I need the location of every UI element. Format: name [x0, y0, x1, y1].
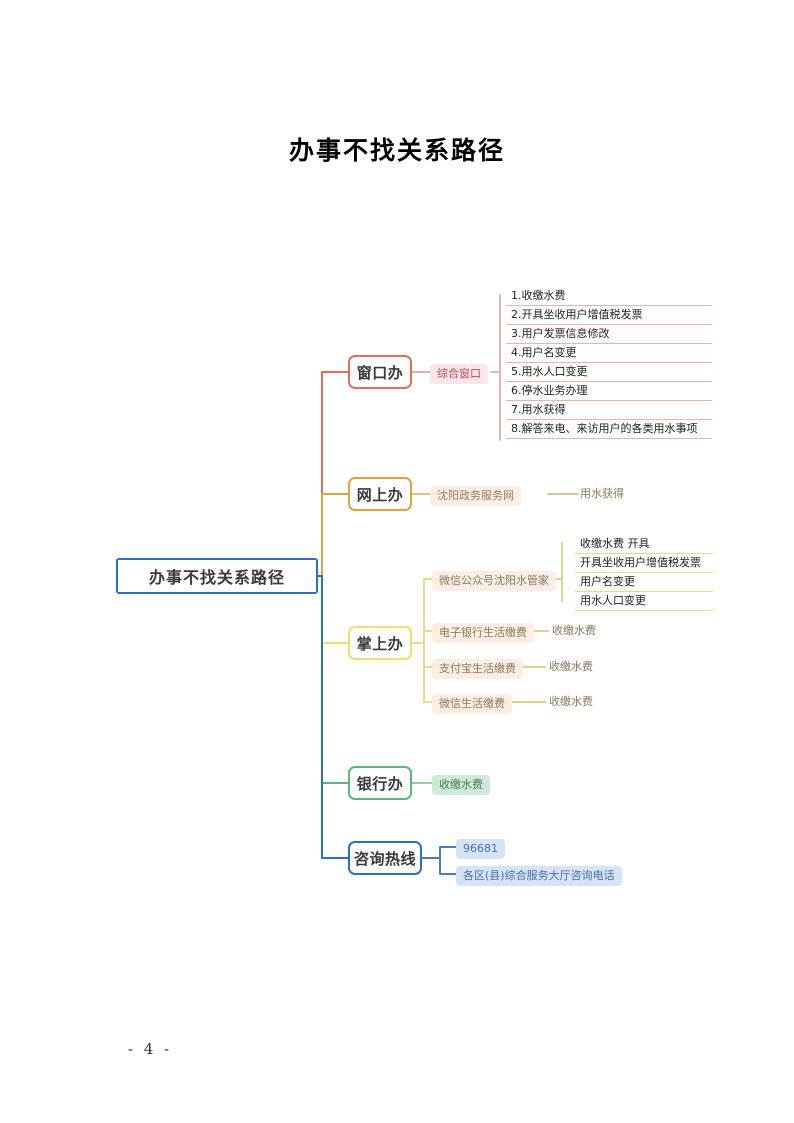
leaf-item[interactable]: 5.用水人口变更 — [506, 362, 712, 382]
leaf-item[interactable]: 用户名变更 — [575, 572, 713, 592]
branch-node-bank[interactable]: 银行办 — [348, 766, 412, 800]
leaf-item[interactable]: 1.收缴水费 — [506, 286, 712, 306]
leaf-item[interactable]: 开具坐收用户增值税发票 — [575, 553, 713, 573]
leaf-item[interactable]: 2.开具坐收用户增值税发票 — [506, 305, 712, 325]
leaf-item[interactable]: 用水获得 — [580, 487, 624, 500]
group-label-wechat-payment[interactable]: 微信生活缴费 — [432, 694, 512, 714]
leaf-item[interactable]: 收缴水费 — [552, 624, 596, 637]
root-node[interactable]: 办事不找关系路径 — [116, 558, 318, 594]
branch-node-window[interactable]: 窗口办 — [348, 355, 412, 389]
leaf-item[interactable]: 4.用户名变更 — [506, 343, 712, 363]
leaf-item[interactable]: 收缴水费 开具 — [575, 534, 713, 554]
leaf-item[interactable]: 收缴水费 — [549, 695, 593, 708]
branch-node-online[interactable]: 网上办 — [348, 477, 412, 511]
group-label-shenyang-gov-portal[interactable]: 沈阳政务服务网 — [430, 486, 521, 506]
leaf-item[interactable]: 收缴水费 — [549, 660, 593, 673]
page-number: - 4 - — [127, 1040, 173, 1058]
leaf-item[interactable]: 7.用水获得 — [506, 400, 712, 420]
leaf-item[interactable]: 3.用户发票信息修改 — [506, 324, 712, 344]
leaf-item[interactable]: 8.解答来电、来访用户的各类用水事项 — [506, 419, 712, 439]
leaf-item[interactable]: 用水人口变更 — [575, 591, 713, 611]
group-label-bank-water-fee[interactable]: 收缴水费 — [432, 775, 490, 795]
leaf-item[interactable]: 6.停水业务办理 — [506, 381, 712, 401]
group-label-wechat-official-account[interactable]: 微信公众号沈阳水管家 — [432, 571, 556, 591]
hotline-number[interactable]: 96681 — [456, 839, 505, 859]
page-title: 办事不找关系路径 — [288, 136, 505, 165]
group-label-alipay-payment[interactable]: 支付宝生活缴费 — [432, 659, 523, 679]
branch-node-hotline[interactable]: 咨询热线 — [348, 841, 422, 875]
group-label-ebank-payment[interactable]: 电子银行生活缴费 — [432, 623, 534, 643]
hotline-district-desk[interactable]: 各区(县)综合服务大厅咨询电话 — [456, 866, 622, 886]
branch-node-mobile[interactable]: 掌上办 — [348, 626, 412, 660]
group-label-comprehensive-window[interactable]: 综合窗口 — [430, 364, 488, 384]
